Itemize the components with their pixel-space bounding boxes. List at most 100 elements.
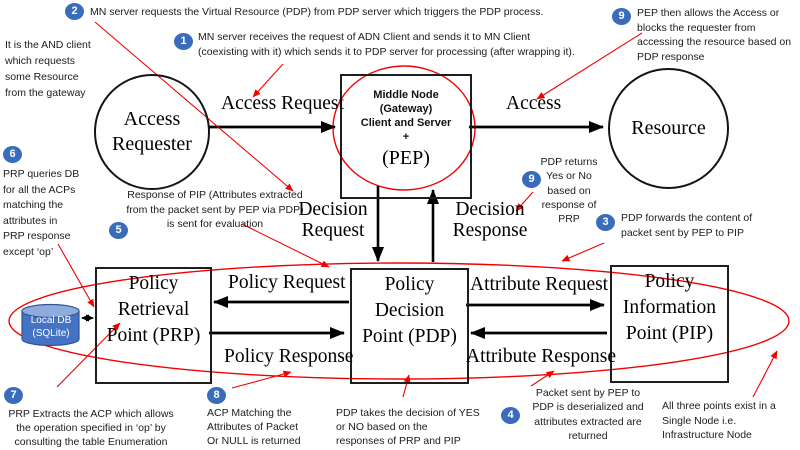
badge-2: 2 xyxy=(65,3,84,20)
pointer-note8 xyxy=(231,370,292,389)
note-line: PEP then allows the Access or xyxy=(637,7,780,19)
note-line: PRP xyxy=(558,213,580,226)
edge-label-access: Access xyxy=(506,93,562,114)
middle-node-line: (Gateway) xyxy=(379,103,433,115)
badge-5: 5 xyxy=(109,222,128,239)
middle-node-plus: + xyxy=(402,131,410,143)
edge-label-decision-request: Decision Request xyxy=(298,199,368,241)
note-4: Packet sent by PEP to PDP is deserialize… xyxy=(527,386,649,443)
pdp-box: Policy Decision Point (PDP) xyxy=(350,268,469,384)
note-line: Or NULL is returned xyxy=(207,435,301,448)
badge-7: 7 xyxy=(4,387,23,404)
note-line: responses of PRP and PIP xyxy=(336,435,461,448)
pointer-note9-top xyxy=(536,32,643,100)
note-line: Attributes of Packet xyxy=(207,421,299,434)
edge-label-access-request: Access Request xyxy=(221,93,344,114)
note-pdp-decision: PDP takes the decision of YES or NO base… xyxy=(336,406,480,449)
note-line: except ‘op’ xyxy=(3,245,54,258)
badge-8: 8 xyxy=(207,387,226,404)
note-line: Yes or No xyxy=(546,170,592,183)
pointer-note7 xyxy=(56,322,121,388)
note-line: for all the ACPs xyxy=(3,183,76,196)
note-line: Single Node i.e. xyxy=(662,414,737,427)
note-line: PDP forwards the content of xyxy=(621,212,753,224)
note-line: response of xyxy=(541,198,597,211)
note-line: packet sent by PEP to PIP xyxy=(621,226,744,239)
local-db-cylinder-top xyxy=(21,303,80,319)
badge-9-mid: 9 xyxy=(522,171,541,188)
prp-label: Policy Retrieval Point (PRP) xyxy=(106,273,201,346)
note-single-node: All three points exist in a Single Node … xyxy=(662,399,776,443)
note-line: the operation specified in ‘op’ by xyxy=(16,422,166,435)
note-line: from the packet sent by PEP via PDP) xyxy=(126,203,304,216)
resource-label: Resource xyxy=(631,117,706,139)
note-line: returned xyxy=(568,429,608,442)
local-db-cylinder-body xyxy=(21,310,80,347)
note-line: from the gateway xyxy=(5,87,86,99)
middle-node-line: Middle Node xyxy=(373,89,439,101)
pointer-note-single-node xyxy=(752,350,778,398)
note-1: MN server receives the request of ADN Cl… xyxy=(198,30,575,60)
middle-node-pep-box: Middle Node (Gateway) Client and Server … xyxy=(340,74,472,199)
edge-label-attribute-response: Attribute Response xyxy=(466,346,617,367)
pointer-note4 xyxy=(530,370,555,387)
note-line: PDP returns xyxy=(540,156,598,168)
note-line: or NO based on the xyxy=(336,421,428,434)
pip-box: Policy Information Point (PIP) xyxy=(610,265,729,383)
note-line: ACP Matching the xyxy=(207,407,292,419)
note-client: It is the AND client which requests some… xyxy=(5,37,91,101)
note-line: Response of PIP (Attributes extracted xyxy=(127,189,303,201)
badge-9-top: 9 xyxy=(612,8,631,25)
note-line: PDP response xyxy=(637,50,705,63)
note-line: Packet sent by PEP to xyxy=(535,387,641,399)
note-line: which requests xyxy=(5,55,76,67)
note-line: accessing the resource based on xyxy=(637,36,792,48)
edge-label-decision-response: Decision Response xyxy=(452,199,528,241)
pep-label: (PEP) xyxy=(382,147,430,169)
pointer-note5 xyxy=(241,223,330,268)
access-requester-label: Access Requester xyxy=(112,108,192,155)
note-9-top: PEP then allows the Access or blocks the… xyxy=(637,6,791,64)
note-line: is sent for evaluation xyxy=(166,218,264,230)
note-line: PRP response xyxy=(3,230,71,242)
note-line: PRP queries DB xyxy=(3,168,80,180)
note-line: (coexisting with it) which sends it to P… xyxy=(198,46,575,58)
note-line: some Resource xyxy=(5,71,79,83)
note-9-mid: PDP returns Yes or No based on response … xyxy=(536,155,602,226)
prp-box: Policy Retrieval Point (PRP) xyxy=(95,267,212,384)
resource-node: Resource xyxy=(608,68,729,189)
edge-label-policy-request: Policy Request xyxy=(228,272,346,293)
note-line: All three points exist in a xyxy=(662,400,776,412)
pointer-note1 xyxy=(252,63,284,98)
badge-6: 6 xyxy=(3,146,22,163)
note-line: matching the xyxy=(3,199,64,211)
badge-3: 3 xyxy=(596,214,615,231)
edge-label-attribute-request: Attribute Request xyxy=(470,274,609,295)
pointer-note9-mid xyxy=(515,191,534,212)
access-requester-node: Access Requester xyxy=(94,74,210,190)
note-line: PDP takes the decision of YES xyxy=(336,407,480,419)
pointer-note6 xyxy=(57,243,95,308)
note-line: MN server receives the request of ADN Cl… xyxy=(198,31,531,43)
note-line: PDP is deserialized and xyxy=(532,401,644,414)
note-line: It is the AND client xyxy=(5,39,91,51)
note-line: Infrastructure Node xyxy=(662,429,752,441)
pip-label: Policy Information Point (PIP) xyxy=(622,271,717,344)
note-6: PRP queries DB for all the ACPs matching… xyxy=(3,167,79,260)
note-line: attributes in xyxy=(3,214,58,227)
note-line: attributes extracted are xyxy=(534,415,642,428)
pointer-note-pdp-decision xyxy=(402,374,411,398)
pointer-note3 xyxy=(561,242,605,262)
pdp-label: Policy Decision Point (PDP) xyxy=(362,274,457,347)
edge-label-policy-response: Policy Response xyxy=(224,346,354,367)
note-line: consulting the table Enumeration xyxy=(14,436,168,449)
note-line: PRP Extracts the ACP which allows xyxy=(8,408,174,420)
note-2: MN server requests the Virtual Resource … xyxy=(90,5,543,20)
note-line: MN server requests the Virtual Resource … xyxy=(90,6,544,18)
note-7: PRP Extracts the ACP which allows the op… xyxy=(2,407,180,450)
note-line: based on xyxy=(547,184,591,197)
red-ellipse-infrastructure-node xyxy=(8,262,790,380)
note-8: ACP Matching the Attributes of Packet Or… xyxy=(207,406,301,449)
